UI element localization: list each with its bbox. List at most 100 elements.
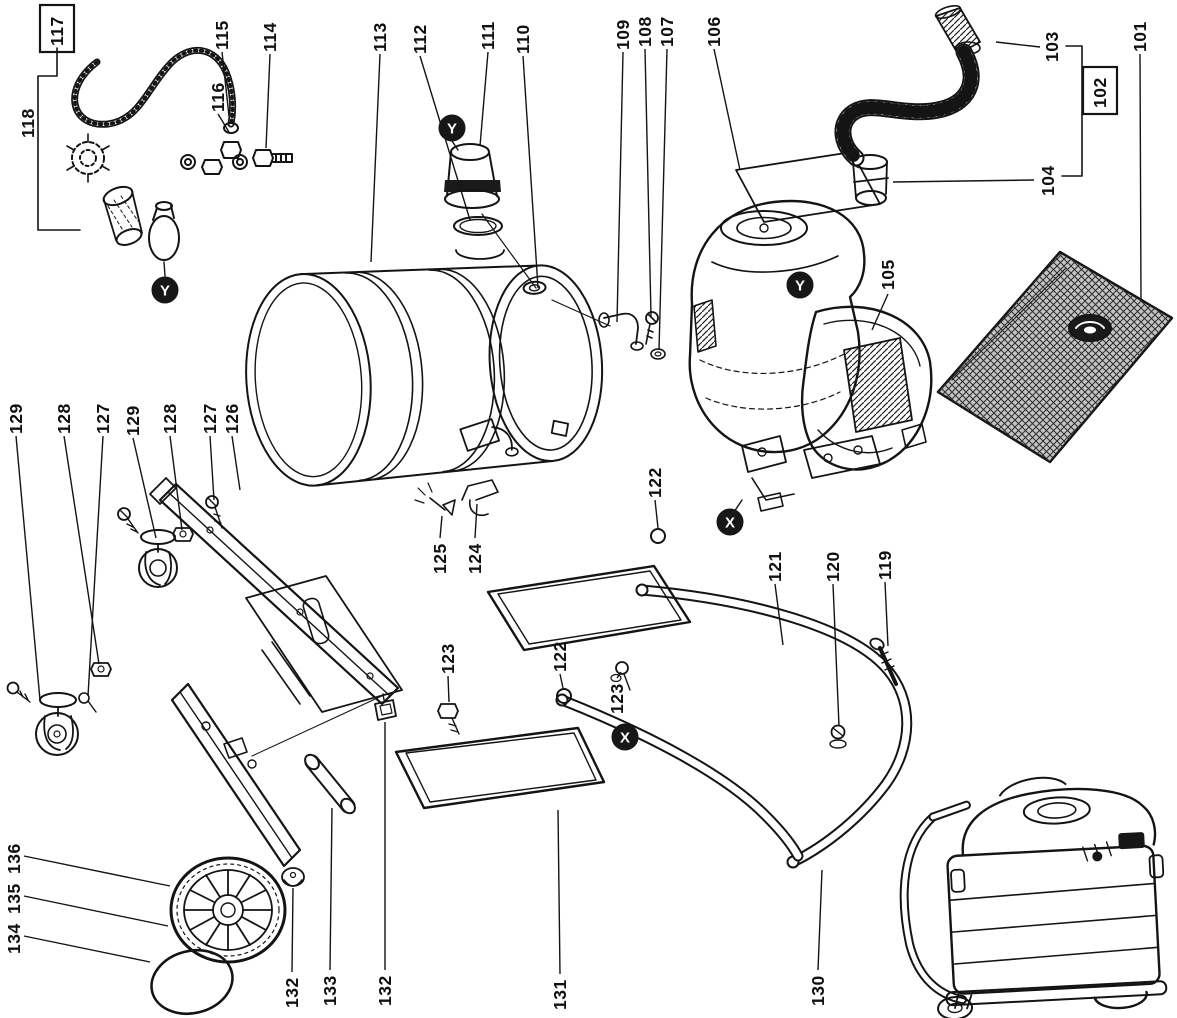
caster-assemblies — [6, 495, 223, 756]
part-label-134: 134 — [4, 923, 24, 954]
part-label-128: 128 — [160, 403, 180, 434]
part-label-133: 133 — [320, 975, 340, 1006]
part-label-107: 107 — [657, 16, 677, 47]
marker-circle-X — [611, 723, 639, 751]
leader-line-111 — [479, 51, 489, 147]
ball-and-screw-fasteners — [414, 479, 666, 735]
part-label-136: 136 — [4, 843, 24, 874]
alignment-lines — [481, 213, 611, 327]
part-label-105: 105 — [878, 259, 898, 290]
part-label-113: 113 — [370, 22, 390, 52]
leader-line-127 — [209, 435, 215, 501]
part-label-129: 129 — [123, 405, 143, 436]
motor-housing — [688, 151, 881, 513]
part-label-115: 115 — [212, 20, 232, 50]
part-label-102: 102 — [1090, 77, 1110, 108]
leader-line-129 — [15, 435, 41, 701]
leader-line-131 — [557, 809, 561, 975]
grip-sleeve — [304, 753, 356, 815]
leader-line-103 — [995, 41, 1041, 48]
leader-line-128 — [169, 435, 183, 531]
leader-line-133 — [329, 807, 333, 971]
leader-line-125 — [439, 515, 443, 539]
leader-line-129 — [132, 437, 157, 539]
tank-drum — [245, 264, 604, 487]
assembled-vacuum-unit — [899, 776, 1168, 1018]
assembly-marker-X: X — [611, 723, 639, 751]
leader-line-136 — [23, 855, 171, 887]
marker-circle-Y — [438, 114, 466, 142]
part-label-131: 131 — [550, 979, 570, 1010]
marker-letter-Y: Y — [795, 278, 805, 295]
part-label-117: 117 — [47, 16, 67, 46]
leader-line-123 — [616, 671, 622, 679]
part-label-122: 122 — [645, 467, 665, 498]
bracket-lines — [37, 45, 1083, 231]
leader-line-106 — [713, 48, 741, 171]
leader-line-116 — [217, 113, 230, 133]
part-label-109: 109 — [613, 19, 633, 50]
leader-line-121 — [774, 583, 784, 646]
wheel-parts — [150, 693, 397, 1015]
part-label-112: 112 — [410, 24, 430, 54]
leader-line-132 — [291, 887, 294, 973]
assembly-marker-X: X — [716, 508, 744, 536]
label-box-117 — [38, 3, 76, 54]
leader-line-124 — [474, 503, 478, 539]
drain-fittings — [598, 311, 666, 360]
leader-line-110 — [522, 55, 539, 289]
assembly-marker-Y: Y — [438, 114, 466, 142]
part-label-128: 128 — [54, 403, 74, 434]
part-label-120: 120 — [823, 551, 843, 582]
leader-line-107 — [658, 48, 668, 351]
marker-circle-X — [716, 508, 744, 536]
part-label-103: 103 — [1042, 31, 1062, 62]
leader-line-135 — [23, 895, 169, 927]
part-label-125: 125 — [430, 543, 450, 574]
leader-layer — [15, 41, 1142, 975]
leader-line-101 — [1139, 53, 1142, 301]
part-label-122: 122 — [550, 641, 570, 672]
part-label-129: 129 — [6, 403, 26, 434]
marker-circle-Y — [151, 276, 179, 304]
leader-line-113 — [370, 53, 381, 263]
label-box-102 — [1081, 65, 1119, 116]
part-label-119: 119 — [875, 550, 895, 580]
leader-line-108 — [644, 48, 652, 317]
part-label-106: 106 — [704, 16, 724, 47]
filter-cup-assembly — [444, 140, 505, 260]
float-filter-assembly — [66, 133, 180, 277]
leader-line-126 — [231, 435, 241, 491]
blower-cover — [800, 305, 933, 471]
marker-layer: Y Y Y X X — [151, 114, 814, 751]
marker-letter-Y: Y — [160, 283, 170, 300]
part-label-135: 135 — [4, 883, 24, 914]
part-label-108: 108 — [635, 16, 655, 47]
part-label-127: 127 — [93, 403, 113, 434]
leader-line-127 — [87, 435, 104, 697]
leader-line-123 — [447, 675, 450, 703]
part-label-132: 132 — [375, 975, 395, 1006]
part-label-123: 123 — [438, 643, 458, 674]
part-label-121: 121 — [765, 551, 785, 582]
leader-line-130 — [817, 869, 823, 971]
part-label-104: 104 — [1038, 165, 1058, 196]
leader-line-105 — [871, 293, 889, 331]
leader-line-114 — [265, 53, 271, 149]
drain-hose-assembly — [71, 46, 293, 175]
leader-line-128 — [63, 435, 100, 665]
part-label-114: 114 — [260, 22, 280, 52]
squeegee-trays — [394, 564, 692, 810]
part-label-111: 111 — [478, 21, 498, 50]
leader-line-119 — [884, 581, 889, 647]
part-label-127: 127 — [200, 403, 220, 434]
marker-letter-X: X — [725, 515, 735, 532]
leader-line-134 — [23, 935, 151, 963]
leader-line-109 — [616, 51, 624, 323]
assembly-marker-Y: Y — [151, 276, 179, 304]
part-label-130: 130 — [808, 975, 828, 1006]
part-label-110: 110 — [513, 24, 533, 54]
